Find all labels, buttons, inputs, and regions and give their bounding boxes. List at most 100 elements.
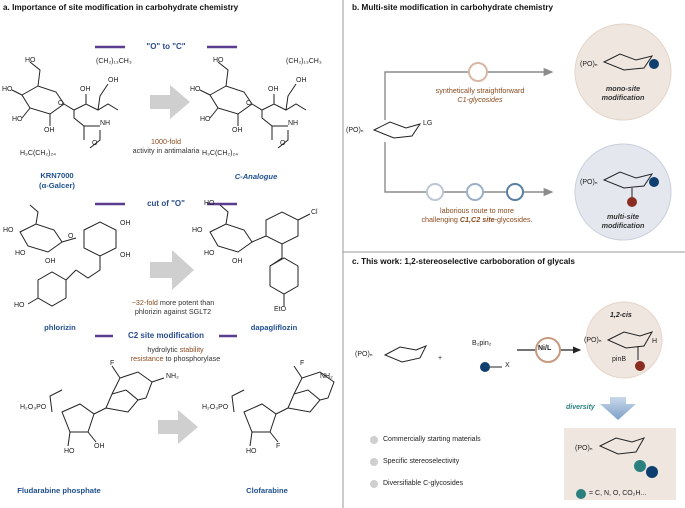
lower-text-2b: C1,C2 site xyxy=(459,215,495,224)
glycal-po-label: (PO)ₙ xyxy=(355,351,373,358)
product-circle xyxy=(585,301,663,379)
bullet-2: Specific stereoselectivity xyxy=(383,458,460,465)
phlorizin-against-text: phlorizin against SGLT2 xyxy=(134,307,212,316)
upper-route-arrow xyxy=(384,67,554,120)
dapagliflozin-name: dapagliflozin xyxy=(250,323,298,332)
mono-label-1: mono-site xyxy=(605,84,641,93)
plus-sign: + xyxy=(438,355,443,362)
step-circle-3 xyxy=(506,183,524,201)
diversity-dot-navy xyxy=(646,466,658,478)
krn-o-label-2: O xyxy=(92,140,98,147)
clo-ho-label: HO xyxy=(246,448,257,455)
lower-route-note: laborious route to more challenging C1,C… xyxy=(412,206,542,224)
product-tag: 1,2-cis xyxy=(610,312,632,319)
mono-site-dot xyxy=(649,59,659,69)
clo-f-label: F xyxy=(300,360,305,367)
glycal-ring xyxy=(383,345,428,363)
activity-text: activity in antimalaria xyxy=(132,146,200,155)
bullet-dot-1 xyxy=(370,436,378,444)
dapagliflozin-structure xyxy=(209,204,311,306)
multi-site-circle xyxy=(574,143,672,241)
c-analogue-name: C-Analogue xyxy=(234,172,278,181)
multi-po-label: (PO)ₙ xyxy=(580,179,598,186)
analogue-oh-label-3: OH xyxy=(296,77,307,84)
clo-nh2-label: NH₂ xyxy=(320,373,333,380)
analogue-chain-c13: (CH₂)₁₃CH₃ xyxy=(286,58,322,65)
krn-oh-label-3: OH xyxy=(108,77,119,84)
phlorizin-oh-label-2: OH xyxy=(120,220,131,227)
phlorizin-ho-label: HO xyxy=(3,227,14,234)
clofarabine-structure xyxy=(231,365,335,447)
multi-label-1: multi-site xyxy=(607,212,639,221)
mono-site-circle xyxy=(574,23,672,121)
clo-phosphate-label: H₂O₃PO xyxy=(202,404,229,411)
multi-site-dot-blue xyxy=(649,177,659,187)
krn-ho-label-2: HO xyxy=(2,86,13,93)
krn7000-subname: (α-Galcer) xyxy=(39,181,75,190)
diversity-arrow xyxy=(600,397,636,420)
resistance-text: resistance xyxy=(130,354,164,363)
flu-nh2-label: NH₂ xyxy=(166,373,179,380)
fludarabine-structure xyxy=(49,365,165,447)
fludarabine-name: Fludarabine phosphate xyxy=(17,486,101,495)
diversity-box xyxy=(564,428,676,500)
dapa-cl-label: Cl xyxy=(311,209,318,216)
dapa-ho-label-2: HO xyxy=(192,227,203,234)
mono-label-2: modification xyxy=(601,93,645,102)
analogue-nh-label: NH xyxy=(288,120,299,127)
krn-chain-c24: H₃C(CH₂)₂₄ xyxy=(20,150,57,157)
flu-ho-label: HO xyxy=(64,448,75,455)
analogue-oh-label: OH xyxy=(232,127,243,134)
krn-oh-label-2: OH xyxy=(80,86,91,93)
product-h-label: H xyxy=(652,338,658,345)
product-ring xyxy=(606,331,654,360)
dapa-ho-label: HO xyxy=(204,200,215,207)
analogue-oh-label-2: OH xyxy=(268,86,279,93)
analogue-ho-label-3: HO xyxy=(200,116,211,123)
krn-oh-label: OH xyxy=(44,127,55,134)
product-po-label: (PO)ₙ xyxy=(584,337,602,344)
krn-chain-c13: (CH₂)₁₃CH₃ xyxy=(96,58,132,65)
phlorizin-oh-label: OH xyxy=(45,258,56,265)
c2-header: C2 site modification xyxy=(127,331,204,340)
krn-nh-label: NH xyxy=(100,120,111,127)
analogue-chain-c24: H₃C(CH₂)₂₄ xyxy=(202,150,239,157)
upper-text-1: synthetically straightforward xyxy=(435,86,525,95)
hydrolytic-text: hydrolytic xyxy=(147,345,180,354)
product-dot xyxy=(635,361,645,371)
gray-arrow-2 xyxy=(150,250,194,290)
pinb-label: pinB xyxy=(612,356,627,363)
fold32-note: ~32-fold more potent than phlorizin agai… xyxy=(118,298,228,316)
bullet-dot-3 xyxy=(370,480,378,488)
bullet-3: Diversifiable C-glycosides xyxy=(383,480,464,487)
flu-f-label: F xyxy=(110,360,115,367)
upper-route-note: synthetically straightforward C1-glycosi… xyxy=(420,86,540,104)
stability-text: stability xyxy=(179,345,204,354)
phlorizin-ho-label-2: HO xyxy=(15,250,26,257)
upper-step-circle xyxy=(468,62,488,82)
dapa-ho-label-3: HO xyxy=(204,250,215,257)
phlorizin-name: phlorizin xyxy=(44,323,76,332)
bullet-1: Commercially starting materials xyxy=(383,436,481,443)
step-circle-2 xyxy=(466,183,484,201)
catalyst-circle xyxy=(535,337,561,363)
panel-b-start-po: (PO)ₙ xyxy=(346,127,364,134)
diversity-label: diversity xyxy=(566,404,595,411)
phlorizin-o-label: O xyxy=(68,233,74,240)
diversity-dot-teal xyxy=(634,460,646,472)
flu-phosphate-label: H₂O₃PO xyxy=(20,404,47,411)
catalyst-label: Ni/L xyxy=(538,345,552,352)
o-to-c-header: "O" to "C" xyxy=(146,42,186,51)
diversity-po-label: (PO)ₙ xyxy=(575,445,593,452)
krn7000-name: KRN7000 xyxy=(40,171,74,180)
analogue-ho-label: HO xyxy=(213,57,224,64)
clo-f-label-2: F xyxy=(276,443,281,450)
panel-c-title: c. This work: 1,2-stereoselective carbob… xyxy=(352,257,575,266)
krn-ho-label-3: HO xyxy=(12,116,23,123)
analogue-o-label: O xyxy=(280,140,286,147)
upper-text-2: C1-glycosides xyxy=(457,95,503,104)
panel-a-title: a. Importance of site modification in ca… xyxy=(3,3,239,12)
flu-oh-label: OH xyxy=(94,443,105,450)
krn7000-structure xyxy=(11,61,119,149)
